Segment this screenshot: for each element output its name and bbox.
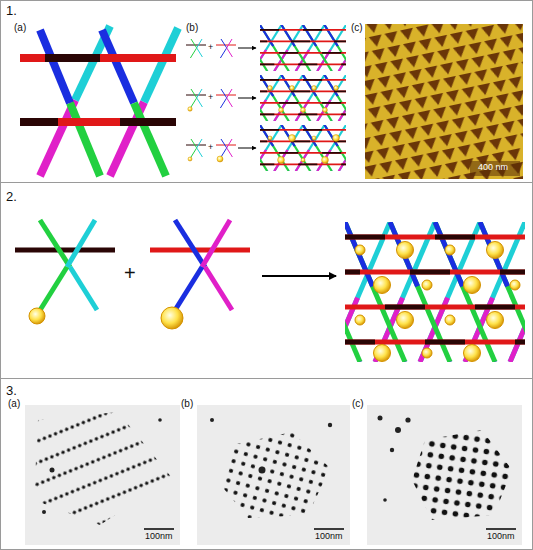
plus-sign: + [208,43,213,53]
scale-label: 100nm [315,532,343,542]
panel-letter: (c) [352,398,364,409]
scale-label: 100nm [487,532,515,542]
plus-sign: + [124,262,136,284]
section-number: 1. [6,4,17,18]
panel-letter: (b) [181,398,193,409]
plus-sign: + [208,93,213,103]
panel-letter: (b) [186,22,198,33]
panel-letter: (a) [8,398,20,409]
section-number: 3. [6,384,17,398]
panel-letter: (c) [351,22,363,33]
section-number: 2. [6,190,17,204]
scale-label: 400 nm [478,163,508,173]
panel-letter: (a) [14,22,26,33]
scale-label: 100nm [145,532,173,542]
plus-sign: + [208,143,213,153]
